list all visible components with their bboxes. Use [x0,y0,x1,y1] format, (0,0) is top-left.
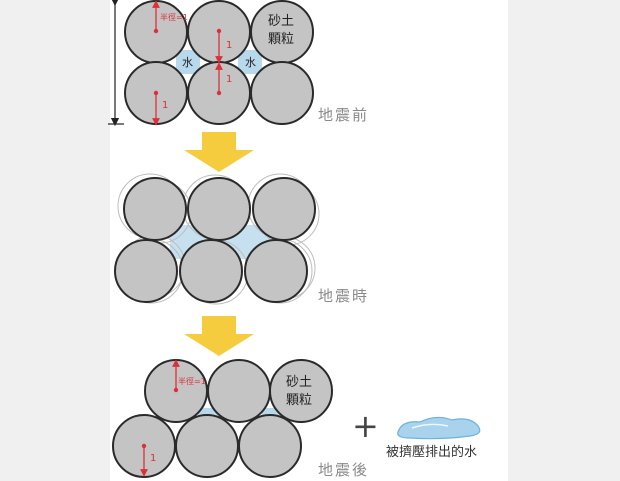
transition-arrow-2 [184,316,254,356]
grain-circle [179,239,243,303]
grain-circle [187,177,251,241]
grain-circle [207,359,271,423]
water-puddle-icon [397,416,481,440]
grain-circle [244,239,308,303]
radius-label: 半徑=1 [178,376,206,386]
grain-label-line1: 砂土 [268,14,294,29]
grain-label-line1: 砂土 [286,375,312,390]
center-dot [216,90,222,96]
grain-circle [114,239,178,303]
grain-circle [252,177,316,241]
expelled-water-label: 被擠壓排出的水 [386,445,478,460]
center-dot [173,387,179,393]
grain-circle [123,177,187,241]
radius-label: 半徑=1 [160,12,188,22]
unit-label: 1 [226,74,232,85]
unit-label: 1 [226,40,232,51]
unit-label: 1 [150,453,156,464]
unit-label: 1 [162,100,168,111]
water-label: 水 [245,56,256,69]
water-puddle-highlight [411,423,449,429]
plus-sign: + [352,407,379,445]
grain-label-line2: 顆粒 [286,393,312,408]
grain-circle [238,414,302,478]
center-dot [153,28,159,34]
stage-label-after: 地震後 [318,461,370,479]
stage-after: 半徑=1 1 砂土 顆粒 [112,359,481,478]
stage-during [114,173,320,305]
stage-label-during: 地震時 [318,287,370,305]
grain-circle [250,61,314,125]
center-dot [153,90,159,96]
stage-label-before: 地震前 [318,106,370,124]
center-dot [141,443,147,449]
grain-circle [175,414,239,478]
water-label: 水 [182,56,193,69]
grain-circle [269,359,333,423]
grain-label-line2: 顆粒 [268,32,294,47]
center-dot [216,28,222,34]
transition-arrow-1 [184,132,254,172]
stage-before: 半徑=1 1 1 1 水 水 砂土 顆粒 [108,0,314,127]
